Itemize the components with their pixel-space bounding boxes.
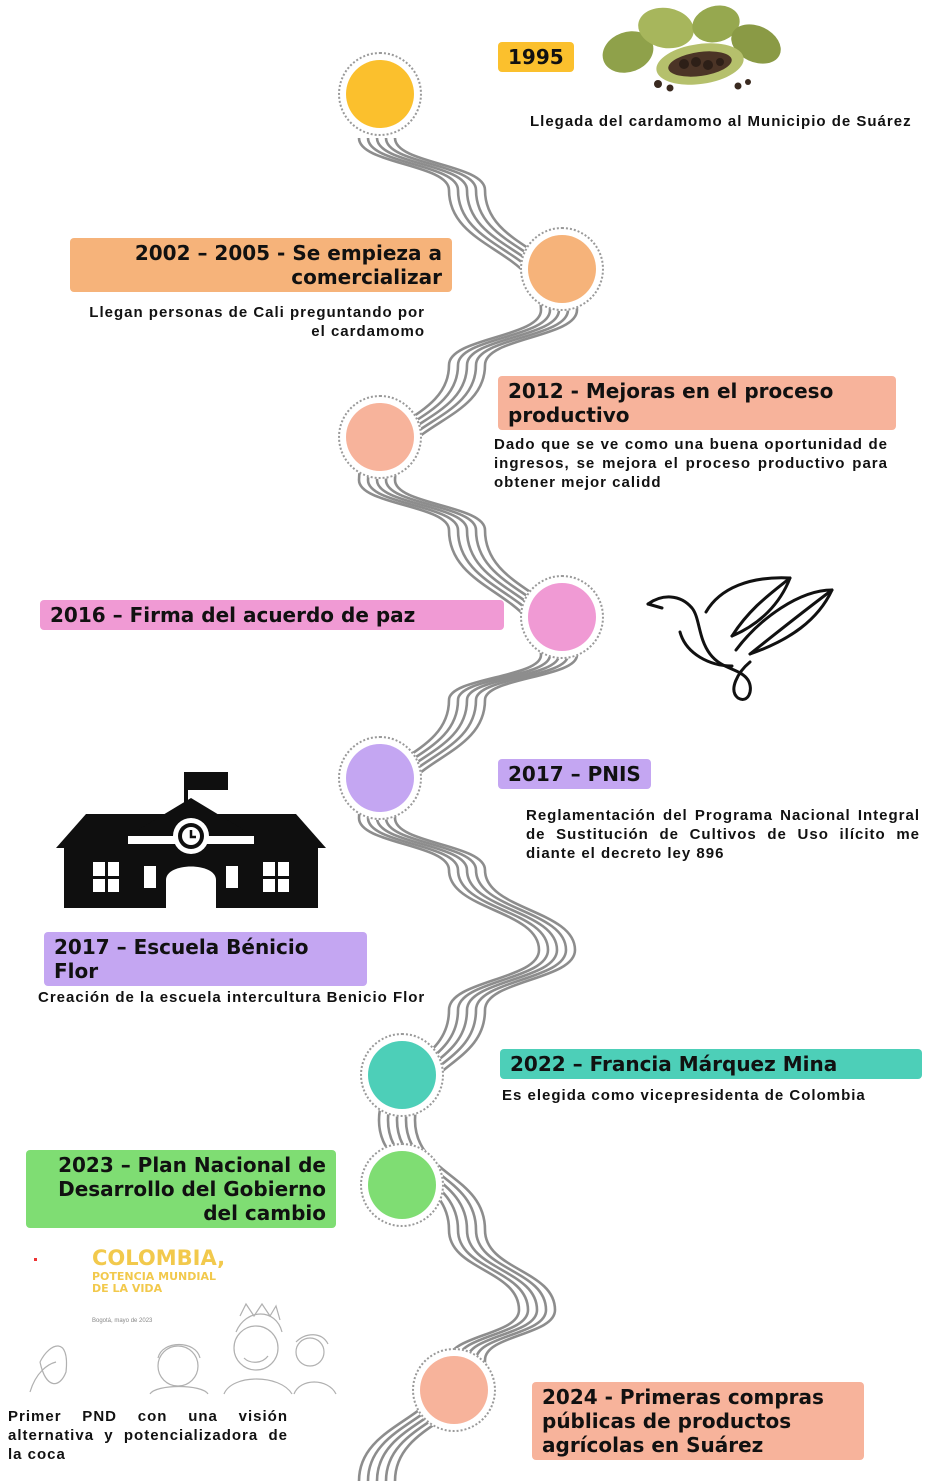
- event-title-2016: 2016 – Firma del acuerdo de paz: [40, 600, 504, 630]
- pnd-cover-subtitle-1: POTENCIA MUNDIAL: [92, 1270, 216, 1283]
- event-title-2002: 2002 – 2005 - Se empieza a comercializar: [70, 238, 452, 292]
- node-dot-salmon: [346, 403, 414, 471]
- node-dot-pink: [528, 583, 596, 651]
- event-title-2002-text: 2002 – 2005 - Se empieza a comercializar: [134, 241, 442, 289]
- timeline-node-2024: [412, 1348, 496, 1432]
- timeline-node-2023: [360, 1143, 444, 1227]
- timeline-node-1995: [338, 52, 422, 136]
- node-dot-purple: [346, 744, 414, 812]
- event-title-2017-pnis: 2017 – PNIS: [498, 759, 651, 789]
- node-dot-teal: [368, 1041, 436, 1109]
- node-dot-yellow: [346, 60, 414, 128]
- school-building-icon: [56, 772, 326, 908]
- pnd-cover-subtitle-2: DE LA VIDA: [92, 1282, 163, 1295]
- event-desc-1995: Llegada del cardamomo al Municipio de Su…: [530, 113, 912, 130]
- node-dot-orange: [528, 235, 596, 303]
- event-title-2022: 2022 – Francia Márquez Mina: [500, 1049, 922, 1079]
- timeline-node-2012: [338, 395, 422, 479]
- event-title-2023: 2023 – Plan Nacional de Desarrollo del G…: [26, 1150, 336, 1228]
- event-desc-2002: Llegan personas de Cali preguntando por …: [89, 304, 425, 340]
- event-desc-2017-escuela: Creación de la escuela intercultura Beni…: [38, 989, 426, 1006]
- cardamom-photo: [602, 5, 781, 92]
- event-desc-2023: Primer PND con una visión alternativa y …: [8, 1408, 288, 1463]
- event-desc-2017-pnis: Reglamentación del Programa Nacional Int…: [526, 807, 920, 862]
- dove-leaf-icon: [646, 576, 834, 701]
- pnd-cover-illustration: COLOMBIA, POTENCIA MUNDIAL DE LA VIDA Bo…: [10, 1238, 355, 1396]
- event-title-2012: 2012 - Mejoras en el proceso productivo: [498, 376, 896, 430]
- node-dot-green: [368, 1151, 436, 1219]
- pnd-red-mark: [34, 1258, 37, 1261]
- node-dot-salmon-2: [420, 1356, 488, 1424]
- pnd-cover-place-date: Bogotá, mayo de 2023: [92, 1318, 153, 1324]
- timeline-node-2016: [520, 575, 604, 659]
- timeline-node-2017: [338, 736, 422, 820]
- event-desc-2012: Dado que se ve como una buena oportunida…: [494, 436, 888, 491]
- event-title-2024: 2024 - Primeras compras públicas de prod…: [532, 1382, 864, 1460]
- event-title-1995: 1995: [498, 42, 574, 72]
- timeline-node-2022: [360, 1033, 444, 1117]
- event-title-2017-escuela: 2017 – Escuela Bénicio Flor: [44, 932, 367, 986]
- pnd-cover-title: COLOMBIA,: [92, 1246, 226, 1270]
- pnd-cover-sketch: [29, 1302, 337, 1395]
- timeline-node-2002: [520, 227, 604, 311]
- event-desc-2022: Es elegida como vicepresidenta de Colomb…: [502, 1087, 866, 1104]
